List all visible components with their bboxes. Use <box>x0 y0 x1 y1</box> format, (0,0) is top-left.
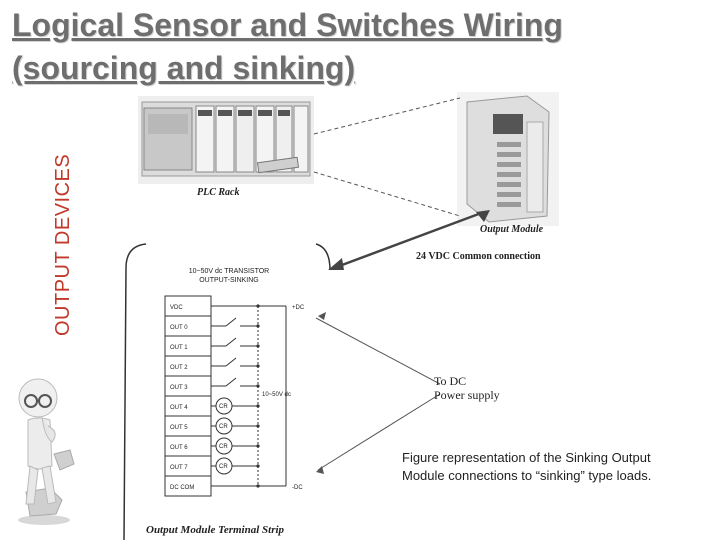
module-header-line-2: OUTPUT-SINKING <box>199 277 259 284</box>
load-label: CR <box>219 404 228 410</box>
load-label: CR <box>219 464 228 470</box>
terminal-label: OUT 4 <box>170 405 188 411</box>
plc-rack-label: PLC Rack <box>197 187 240 198</box>
figure-caption: Figure representation of the Sinking Out… <box>402 449 714 485</box>
terminal-label: DC COM <box>170 485 194 491</box>
terminal-label: VDC <box>170 305 183 311</box>
caption-line-1: Figure representation of the Sinking Out… <box>402 450 651 465</box>
title-line-2: (sourcing and sinking) <box>12 50 356 86</box>
thinking-figure-icon <box>18 378 75 525</box>
plus-dc-label: +DC <box>292 305 305 311</box>
common-connection-label: 24 VDC Common connection <box>416 251 541 262</box>
page-title: Logical Sensor and Switches Wiring (sour… <box>12 4 712 90</box>
terminal-label: OUT 5 <box>170 425 188 431</box>
module-header: 10~50V dc TRANSISTOR OUTPUT-SINKING <box>174 267 284 285</box>
terminal-label: OUT 2 <box>170 365 188 371</box>
terminal-label: OUT 0 <box>170 325 188 331</box>
load-label: CR <box>219 444 228 450</box>
caption-line-2: Module connections to “sinking” type loa… <box>402 468 652 483</box>
terminal-label: OUT 3 <box>170 385 188 391</box>
output-module-photo <box>457 92 559 226</box>
load-label: CR <box>219 424 228 430</box>
terminal-label: OUT 6 <box>170 445 188 451</box>
voltage-label: 10~50V dc <box>262 392 291 398</box>
minus-dc-label: -DC <box>292 485 303 491</box>
power-supply-line-2: Power supply <box>434 388 500 402</box>
module-header-line-1: 10~50V dc TRANSISTOR <box>188 268 270 275</box>
power-supply-line-1: To DC <box>434 374 467 388</box>
terminal-label: OUT 1 <box>170 345 188 351</box>
terminal-label: OUT 7 <box>170 465 188 471</box>
power-supply-label: To DC Power supply <box>434 374 500 402</box>
title-line-1: Logical Sensor and Switches Wiring <box>12 7 563 43</box>
plc-rack-photo <box>138 96 314 184</box>
terminal-strip-label: Output Module Terminal Strip <box>146 524 285 536</box>
output-module-label: Output Module <box>480 224 544 235</box>
